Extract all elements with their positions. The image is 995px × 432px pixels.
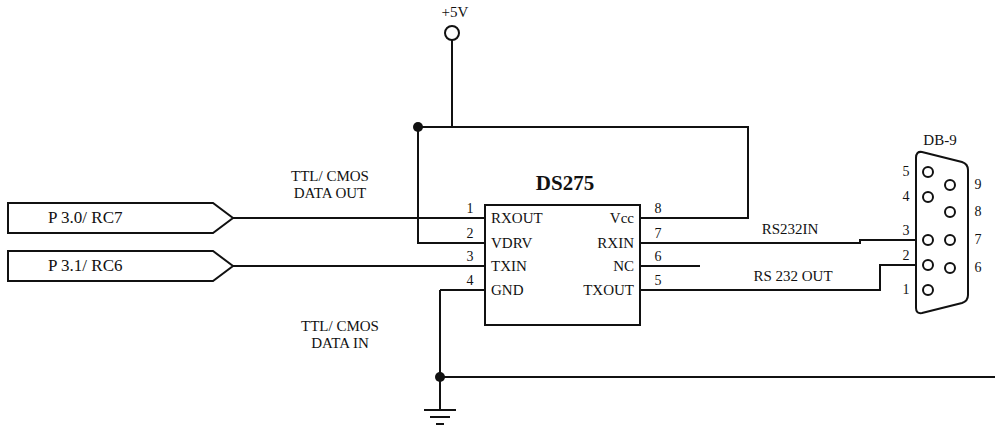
signal-port: P 3.1/ RC6 <box>8 251 233 281</box>
connector-pin <box>945 235 955 245</box>
pin-lead <box>640 243 710 290</box>
vdrv-wire <box>418 127 485 243</box>
connector-name: DB-9 <box>923 132 956 149</box>
signal-port: P 3.0/ RC7 <box>8 203 233 233</box>
signal-wire <box>710 265 892 290</box>
port-flag <box>8 203 233 233</box>
pin-number: 4 <box>467 273 474 288</box>
connector-pin <box>923 192 933 202</box>
pin-name: RXIN <box>597 235 634 252</box>
pin-name: NC <box>613 258 634 275</box>
junction-dot <box>413 122 423 132</box>
chip-body <box>485 205 640 325</box>
db9-connector: DB-9 5 4 3 2 1 9 8 7 6 <box>892 130 992 316</box>
junction-dot <box>435 372 445 382</box>
port-name: P 3.0/ RC7 <box>48 209 122 228</box>
supply-wire <box>451 40 453 127</box>
pin-name: RXOUT <box>491 210 543 227</box>
connector-pin <box>945 207 955 217</box>
wire-label: TTL/ CMOS DATA OUT <box>278 168 382 201</box>
wire-label: RS 232 OUT <box>751 268 834 285</box>
pin-name: Vcc <box>610 210 634 227</box>
pin-number: 1 <box>467 201 474 216</box>
connector-shell <box>916 152 968 313</box>
supply-terminal <box>445 26 459 40</box>
pin-number: 6 <box>975 260 982 275</box>
connector-pin <box>923 285 933 295</box>
pin-number: 7 <box>975 232 982 247</box>
pin-number: 5 <box>903 164 910 179</box>
signal-wire <box>233 217 438 219</box>
pin-name: GND <box>491 282 524 299</box>
pin-name: TXOUT <box>583 282 634 299</box>
supply-label: +5V <box>440 4 471 21</box>
pin-number: 6 <box>655 249 662 264</box>
pin-number: 7 <box>655 226 662 241</box>
pin-name: VDRV <box>491 235 532 252</box>
connector-pin <box>945 180 955 190</box>
pin-number: 8 <box>655 201 662 216</box>
ic-chip: DS275 1RXOUT 2VDRV 3TXIN 4GND 8Vcc 7RXIN 6NC 5TX… <box>438 168 710 330</box>
connector-pin <box>923 235 933 245</box>
pin-lead <box>438 218 485 266</box>
signal-wire <box>233 265 438 267</box>
pin-number: 3 <box>467 249 474 264</box>
pin-number: 2 <box>467 226 474 241</box>
pin-number: 2 <box>903 248 910 263</box>
pin-name: TXIN <box>491 258 527 275</box>
connector-pin <box>945 263 955 273</box>
connector-pin <box>923 260 933 270</box>
pin-number: 3 <box>903 223 910 238</box>
pin-number: 8 <box>975 204 982 219</box>
wire-label: RS232IN <box>760 221 821 238</box>
connector-pin <box>923 167 933 177</box>
chip-name: DS275 <box>536 172 594 195</box>
pin-number: 4 <box>903 189 910 204</box>
pin-number: 9 <box>975 177 982 192</box>
signal-wire <box>710 240 892 243</box>
ground-symbol <box>424 410 456 424</box>
port-name: P 3.1/ RC6 <box>48 257 122 276</box>
pin-number: 5 <box>655 273 662 288</box>
port-flag <box>8 251 233 281</box>
wire-label: TTL/ CMOS DATA IN <box>283 318 397 351</box>
pin-number: 1 <box>903 282 910 297</box>
